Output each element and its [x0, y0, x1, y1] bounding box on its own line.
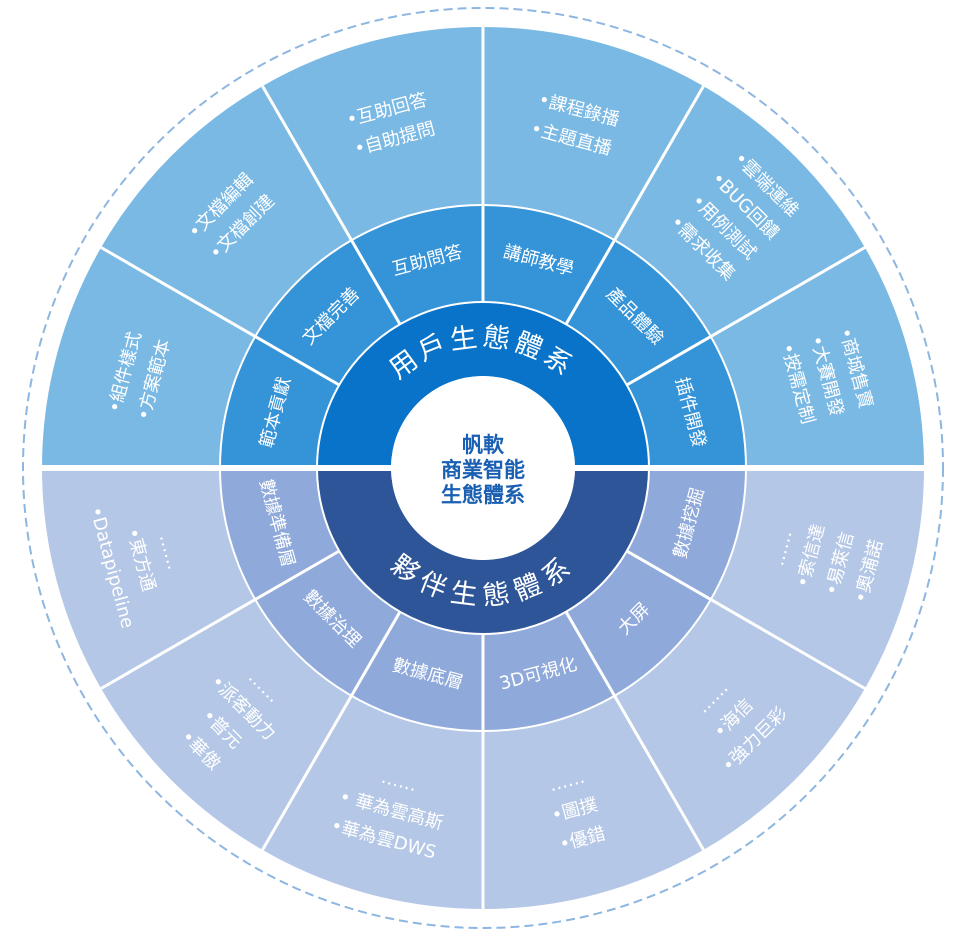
user-outer-segment: [262, 27, 483, 241]
center-line-3: 生態體系: [441, 483, 525, 507]
middle-ring-border: [219, 204, 747, 732]
user-outer-segment: [101, 86, 352, 337]
dashed-outer-border: [22, 7, 944, 929]
user-outer-segment: [614, 86, 865, 337]
user-middle-segment: [566, 240, 711, 385]
segment-divider: [626, 246, 866, 387]
partner-outer-segment: [262, 695, 483, 909]
partner-outer-segment: [101, 599, 352, 850]
user-outer-segment: [42, 247, 256, 468]
user-outer-segment: [483, 27, 704, 241]
center-line-1: 帆軟: [462, 433, 505, 457]
outer-ring: [42, 27, 924, 909]
user-inner-ring: [317, 302, 649, 468]
partner-ring-title-char: 生: [449, 578, 486, 613]
partner-ring-title-char: 態: [481, 578, 518, 613]
partner-outer-segment: [42, 468, 256, 689]
segment-divider: [261, 85, 402, 325]
segment-divider: [261, 611, 402, 851]
partner-inner-ring: [317, 468, 649, 634]
user-outer-segment: [710, 247, 924, 468]
segment-divider: [100, 549, 340, 690]
partner-middle-segment: [566, 551, 711, 696]
inner-ring: [317, 302, 649, 634]
center-line-2: 商業智能: [441, 458, 525, 482]
segment-divider: [564, 611, 705, 851]
partner-outer-segment: [483, 695, 704, 909]
ring-dividers: [42, 27, 924, 909]
partner-outer-segment: [710, 468, 924, 689]
segment-divider: [100, 246, 340, 387]
user-middle-segment: [255, 240, 400, 385]
segment-divider: [626, 549, 866, 690]
partner-middle-segment: [255, 551, 400, 696]
center-circle: [391, 376, 575, 560]
user-ring-title-char: 態: [481, 322, 518, 357]
inner-ring-border: [316, 301, 650, 635]
partner-outer-segment: [614, 599, 865, 850]
segment-divider: [564, 85, 705, 325]
user-ring-title-char: 生: [448, 322, 485, 357]
